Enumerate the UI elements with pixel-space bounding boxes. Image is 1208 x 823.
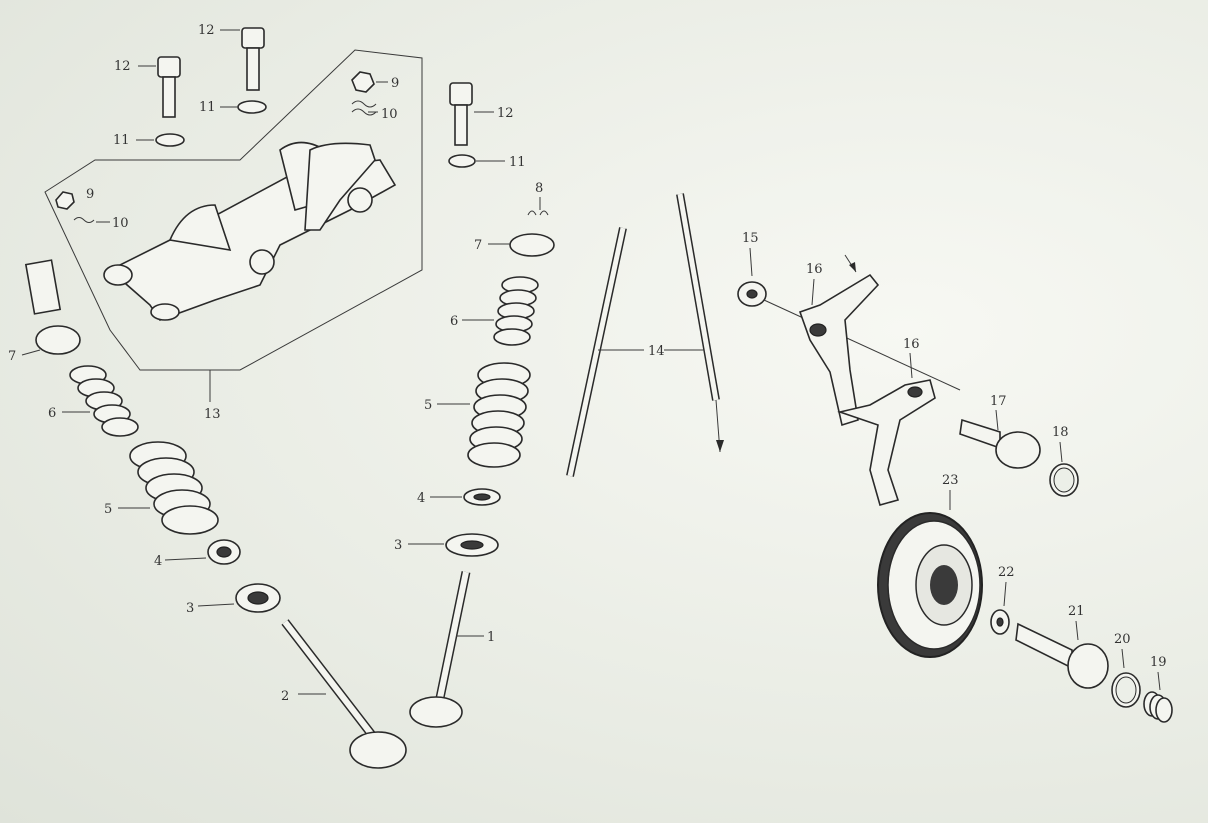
label-2: 2 <box>281 689 289 704</box>
washer-11-left <box>155 133 185 147</box>
left-valve-cap <box>24 259 62 315</box>
label-5-mid: 5 <box>424 398 432 413</box>
label-18: 18 <box>1052 425 1069 440</box>
follower-shaft-17 <box>959 418 1001 450</box>
left-valve-stack: 7 6 5 4 3 <box>8 259 407 769</box>
label-11-left: 11 <box>113 133 130 148</box>
washer-11-mid <box>237 100 267 114</box>
rocker-nut-left <box>249 249 275 275</box>
gear-shaft-21-head <box>1067 643 1109 689</box>
bolts-group: 12 11 12 11 12 11 9 10 9 10 <box>55 23 526 231</box>
inner-spring-6-mid <box>493 276 539 346</box>
spring-retainer-7-left <box>35 325 81 355</box>
label-5-left: 5 <box>104 502 112 517</box>
follower-group: 15 16 16 17 18 <box>737 231 1079 506</box>
label-3-mid: 3 <box>394 538 402 553</box>
valve-head-2 <box>349 731 407 769</box>
label-7-mid: 7 <box>474 238 482 253</box>
bolt-head-12-left <box>157 56 181 78</box>
label-13: 13 <box>204 407 221 422</box>
bolt-shank-12-left <box>162 76 176 118</box>
label-6-mid: 6 <box>450 314 458 329</box>
nut-9-left <box>55 191 75 210</box>
push-rods-group: 14 <box>566 193 724 477</box>
spring-19 <box>1143 691 1173 723</box>
label-17: 17 <box>990 394 1007 409</box>
label-21: 21 <box>1068 604 1085 619</box>
label-7-left: 7 <box>8 349 16 364</box>
label-8-mid: 8 <box>535 181 543 196</box>
bolt-shank-12-right <box>454 104 468 146</box>
label-12-right: 12 <box>497 106 514 121</box>
rocker-foot <box>150 303 180 321</box>
label-11-mid: 11 <box>199 100 216 115</box>
label-19: 19 <box>1150 655 1167 670</box>
label-4-mid: 4 <box>417 491 425 506</box>
label-9-right: 9 <box>391 76 399 91</box>
label-1: 1 <box>487 630 495 645</box>
spring-retainer-7-mid <box>509 233 555 257</box>
rocker-assembly-outline <box>44 49 423 371</box>
follower-shaft-17-head <box>995 431 1041 469</box>
valve-head-1 <box>409 696 463 728</box>
label-20: 20 <box>1114 632 1131 647</box>
washer-11-right <box>448 154 476 168</box>
spring-10-left <box>73 217 95 223</box>
rocker-tip-left <box>103 264 133 286</box>
tappet-lever-16-upper <box>798 273 880 427</box>
label-23: 23 <box>942 473 959 488</box>
label-10-left: 10 <box>112 216 129 231</box>
rocker-support-left <box>168 204 232 252</box>
spring-10-right <box>351 100 377 116</box>
bolt-shank-12-mid <box>246 47 260 91</box>
label-3-left: 3 <box>186 601 194 616</box>
bolt-head-12-right <box>449 82 473 106</box>
label-9-left: 9 <box>86 187 94 202</box>
label-12-left: 12 <box>114 59 131 74</box>
nut-9-right <box>351 71 375 93</box>
label-12-mid: 12 <box>198 23 215 38</box>
middle-valve-stack: 8 7 6 5 4 3 <box>394 181 555 728</box>
label-16-upper: 16 <box>806 262 823 277</box>
label-4-left: 4 <box>154 554 162 569</box>
gear-shaft-21 <box>1015 622 1073 670</box>
direction-arrow <box>849 262 856 272</box>
outer-spring-5-mid <box>467 362 531 468</box>
label-15: 15 <box>742 231 759 246</box>
cotter-8-mid <box>527 210 549 216</box>
inner-spring-6-left <box>69 365 139 437</box>
label-6-left: 6 <box>48 406 56 421</box>
label-10-right: 10 <box>381 107 398 122</box>
rocker-arm <box>304 142 376 231</box>
tappet-lever-16-lower <box>837 379 936 506</box>
label-11-right: 11 <box>509 155 526 170</box>
outer-spring-5-left <box>129 441 219 535</box>
label-22: 22 <box>998 565 1015 580</box>
rocker-nut-right <box>347 187 373 213</box>
label-14: 14 <box>648 344 665 359</box>
bolt-head-12-mid <box>241 27 265 49</box>
gear-group: 23 22 21 20 19 <box>877 473 1173 723</box>
label-16-lower: 16 <box>903 337 920 352</box>
rocker-assembly-group: 13 <box>44 49 423 422</box>
